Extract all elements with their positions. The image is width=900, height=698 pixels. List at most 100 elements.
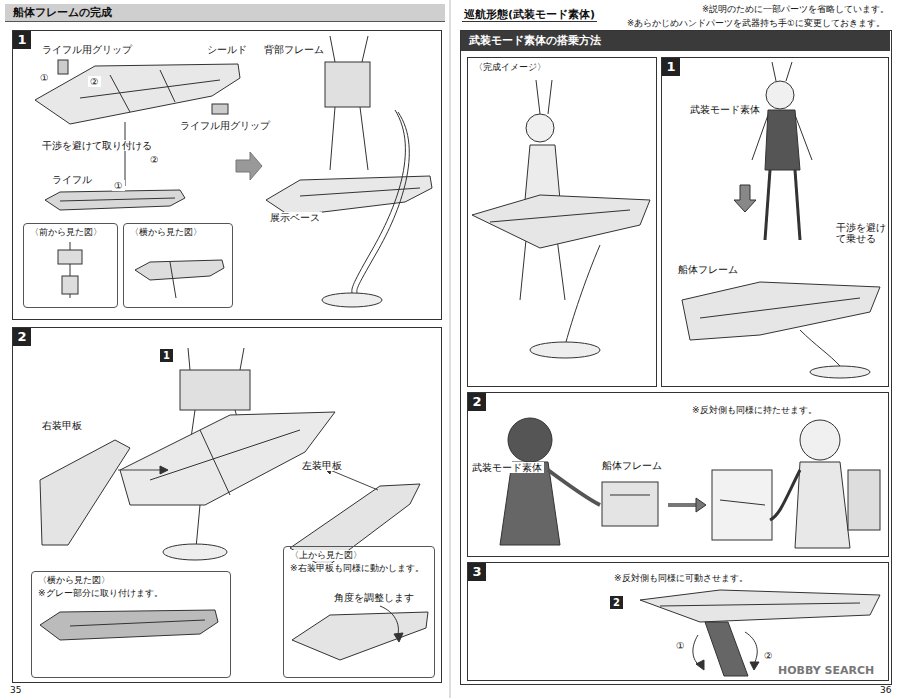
part-label: 角度を調整します bbox=[332, 592, 416, 603]
panel-box: 〈完成イメージ〉 bbox=[467, 57, 657, 387]
step-reference: 1 bbox=[160, 349, 173, 362]
line-art bbox=[472, 195, 650, 248]
line-art bbox=[200, 430, 230, 495]
panel-caption: ※グレー部分に取り付けます。 bbox=[36, 588, 165, 599]
part-label: 船体フレーム bbox=[676, 264, 740, 275]
callout-number: ① bbox=[38, 72, 51, 83]
line-art bbox=[60, 198, 175, 201]
callout-number: ② bbox=[88, 76, 101, 87]
part-label: 干渉を避けて取り付ける bbox=[40, 140, 154, 151]
panel-box: 〈横から見た図〉※グレー部分に取り付けます。 bbox=[31, 571, 231, 678]
line-art bbox=[40, 440, 130, 545]
page-number: 36 bbox=[878, 685, 893, 696]
line-art bbox=[160, 466, 168, 474]
line-art bbox=[40, 610, 218, 640]
line-art bbox=[325, 62, 370, 107]
line-art bbox=[765, 170, 770, 240]
line-art bbox=[360, 107, 368, 170]
part-label: 船体フレーム bbox=[600, 460, 664, 471]
section-band: 武装モード素体の搭乗方法 bbox=[461, 31, 890, 51]
step-number: 3 bbox=[468, 563, 486, 581]
page-number: 35 bbox=[8, 685, 23, 696]
panel-box: 2※反対側も同様に持たせます。 bbox=[467, 392, 889, 557]
note-text: ※説明のために一部パーツを省略しています。 bbox=[700, 4, 891, 14]
line-art bbox=[80, 80, 220, 98]
line-art bbox=[212, 104, 228, 114]
part-label: 左装甲板 bbox=[300, 460, 344, 471]
line-art bbox=[705, 622, 748, 676]
line-art bbox=[525, 145, 560, 200]
line-art bbox=[530, 342, 600, 358]
line-art bbox=[795, 115, 812, 160]
line-art bbox=[696, 660, 704, 670]
line-art bbox=[810, 366, 870, 378]
part-label: 右装甲板 bbox=[40, 420, 84, 431]
line-art bbox=[118, 470, 160, 471]
line-art bbox=[508, 418, 552, 462]
panel-box: 武装モード素体の搭乗方法〈完成イメージ〉12※反対側も同様に持たせます。3※反対… bbox=[460, 30, 892, 685]
line-art bbox=[640, 590, 880, 622]
line-art bbox=[800, 420, 840, 460]
line-art bbox=[566, 245, 600, 342]
line-art bbox=[490, 210, 630, 222]
panel-box: 〈前から見た図〉 bbox=[23, 223, 118, 308]
panel-box: 〈上から見た図〉 ※右装甲板も同様に動かします。 bbox=[283, 546, 435, 678]
line-art bbox=[660, 603, 860, 606]
line-art bbox=[62, 276, 78, 294]
line-art bbox=[750, 662, 759, 670]
line-art bbox=[548, 470, 600, 505]
step-number: 1 bbox=[13, 31, 31, 49]
panel-box: 2〈横から見た図〉※グレー部分に取り付けます。〈上から見た図〉※右装甲板も同様に… bbox=[12, 327, 442, 683]
panel-caption: 〈横から見た図〉 bbox=[128, 227, 204, 238]
line-art bbox=[526, 114, 554, 142]
part-label: ライフル用グリップ bbox=[40, 44, 134, 55]
panel-box: 3※反対側も同様に可動させます。 bbox=[467, 562, 889, 681]
line-art bbox=[770, 470, 800, 520]
line-art bbox=[734, 185, 756, 212]
line-art bbox=[693, 635, 700, 666]
watermark: HOBBY SEARCH bbox=[776, 664, 876, 677]
line-art bbox=[450, 0, 451, 698]
line-art bbox=[125, 122, 126, 186]
line-art bbox=[848, 470, 880, 530]
line-art bbox=[668, 503, 696, 507]
line-art bbox=[357, 112, 409, 294]
line-art bbox=[150, 430, 300, 480]
step-number: 1 bbox=[662, 58, 680, 76]
line-art bbox=[394, 633, 403, 642]
line-art bbox=[362, 36, 368, 62]
line-art bbox=[696, 498, 706, 512]
line-art bbox=[712, 470, 772, 540]
line-art bbox=[330, 107, 335, 170]
line-art bbox=[292, 612, 428, 660]
line-art bbox=[330, 36, 335, 62]
line-art bbox=[795, 462, 850, 548]
line-art bbox=[196, 505, 200, 548]
line-art bbox=[322, 293, 382, 307]
line-art bbox=[266, 176, 432, 216]
line-art bbox=[240, 348, 244, 370]
line-art bbox=[35, 0, 880, 698]
line-art bbox=[58, 250, 82, 264]
panel-caption: ※反対側も同様に持たせます。 bbox=[690, 405, 819, 416]
part-label: ライフル用グリップ bbox=[178, 120, 272, 131]
part-label: 武装モード素体 bbox=[470, 462, 544, 473]
line-art bbox=[160, 70, 175, 102]
panel-caption: 〈上から見た図〉 bbox=[288, 550, 364, 561]
callout-number: ② bbox=[762, 650, 775, 661]
panel-caption: ※右装甲板も同様に動かします。 bbox=[288, 563, 426, 574]
line-art bbox=[180, 370, 250, 410]
panel-caption: 〈前から見た図〉 bbox=[28, 227, 104, 238]
note-text: ※あらかじめハンドパーツを武器持ち手①に変更しておきます。 bbox=[625, 18, 887, 28]
step-reference: 2 bbox=[610, 596, 623, 609]
part-label: 展示ベース bbox=[268, 212, 322, 223]
page-heading: 巡航形態(武装モード素体) bbox=[462, 8, 597, 22]
line-art bbox=[110, 75, 130, 112]
line-art bbox=[548, 80, 552, 114]
callout-number: ① bbox=[674, 640, 687, 651]
line-art bbox=[720, 500, 765, 505]
line-art bbox=[330, 470, 378, 490]
part-label: シールド bbox=[205, 44, 249, 55]
line-art bbox=[380, 606, 398, 634]
